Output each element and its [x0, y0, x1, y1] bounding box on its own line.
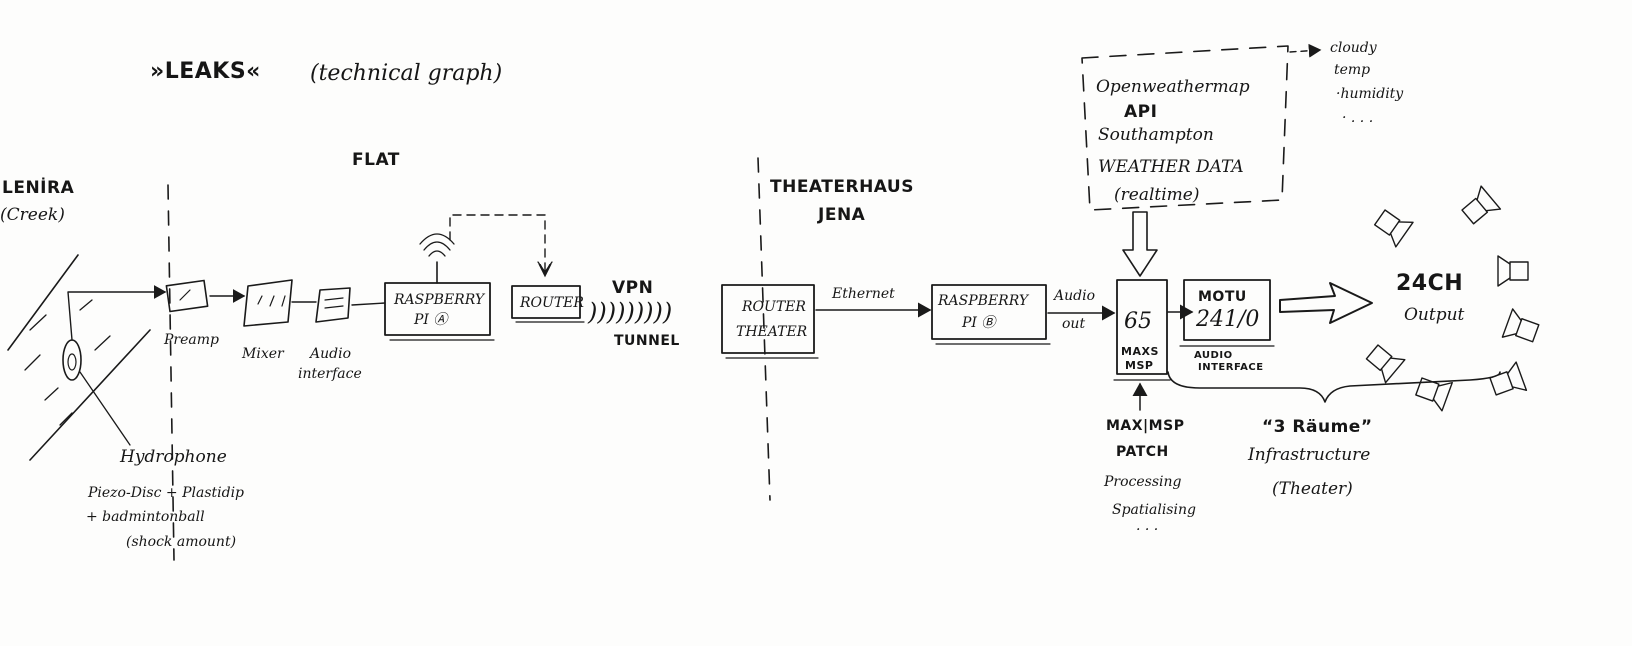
motu-caption-2: INTERFACE	[1198, 362, 1264, 373]
mixer-label: Mixer	[241, 346, 285, 362]
interface-to-pi-line	[351, 302, 386, 306]
hydrophone-note-1: Piezo-Disc + Plastidip	[87, 485, 244, 501]
creek-drawing	[7, 254, 151, 461]
audio-interface-label-1: Audio	[308, 346, 351, 362]
speaker-icon	[1415, 377, 1453, 412]
tunnel-label: TUNNEL	[614, 333, 680, 349]
section-lenira: LENİRA (Creek)	[0, 176, 75, 225]
divider-creek-flat	[167, 184, 175, 561]
rooms-label-2: Infrastructure	[1247, 445, 1370, 465]
jena-label: JENA	[817, 205, 866, 225]
weather-outputs: cloudy temp ·humidity · . . .	[1330, 40, 1404, 126]
speaker-icon	[1501, 308, 1540, 343]
chevron-down-icon	[537, 261, 553, 273]
subtitle-text: (technical graph)	[310, 61, 502, 86]
vpn-label: VPN	[612, 278, 653, 298]
divider-flat-theater	[757, 157, 771, 501]
flat-label: FLAT	[352, 150, 400, 170]
wifi-to-router-dashed	[449, 214, 545, 275]
speaker-icons	[1365, 185, 1540, 412]
vpn-waves: )))))))))	[587, 298, 672, 326]
pi-a-label-2: PI Ⓐ	[413, 312, 449, 328]
preamp-device: Preamp	[163, 279, 219, 348]
output-label: 24CH Output	[1396, 271, 1465, 325]
audio-interface-device: Audio interface	[298, 287, 362, 382]
patch-line-4: Spatialising	[1112, 502, 1196, 518]
motu-label-1: MOTU	[1198, 289, 1247, 305]
router-theater-label-2: THEATER	[736, 324, 808, 340]
weather-out-3: ·humidity	[1336, 86, 1404, 102]
wifi-antenna-icon	[419, 233, 455, 284]
preamp-label: Preamp	[163, 332, 219, 348]
audio-out-label-2: out	[1062, 316, 1085, 332]
output-label-1: 24CH	[1396, 271, 1463, 296]
raspberry-pi-b: RASPBERRY PI Ⓑ	[931, 284, 1051, 345]
output-arrow-icon	[1279, 282, 1373, 324]
rooms-label-3: (Theater)	[1272, 479, 1353, 499]
weather-line-1: Openweathermap	[1096, 77, 1250, 97]
weather-line-2: API	[1124, 102, 1157, 122]
pi-a-label-1: RASPBERRY	[393, 292, 486, 308]
router-flat: ROUTER	[511, 285, 585, 323]
title-group: »LEAKS« (technical graph)	[150, 59, 502, 86]
maxmsp-patch-notes: MAX|MSP PATCH Processing Spatialising . …	[1103, 418, 1196, 534]
creek-label: (Creek)	[0, 205, 65, 225]
router-flat-label: ROUTER	[519, 295, 584, 311]
output-label-2: Output	[1404, 305, 1465, 325]
hydrophone-icon	[62, 285, 167, 446]
router-theater-label-1: ROUTER	[741, 299, 806, 315]
weather-out-4: · . . .	[1342, 110, 1373, 126]
raspberry-pi-a: RASPBERRY PI Ⓐ	[384, 282, 495, 341]
mixer-device: Mixer	[241, 279, 293, 362]
max-box-number: 65	[1124, 309, 1152, 334]
weather-line-4: WEATHER DATA	[1098, 157, 1244, 177]
weather-line-3: Southampton	[1098, 125, 1214, 145]
title-text: »LEAKS«	[150, 59, 261, 84]
rooms-label: “3 Räume” Infrastructure (Theater)	[1247, 417, 1373, 499]
patch-line-1: MAX|MSP	[1106, 418, 1184, 434]
hydrophone-label: Hydrophone	[119, 447, 227, 467]
patch-line-2: PATCH	[1116, 444, 1169, 460]
rooms-label-1: “3 Räume”	[1262, 417, 1373, 437]
speaker-icon	[1497, 255, 1529, 287]
motu-interface: MOTU 241/0 AUDIO INTERFACE	[1179, 279, 1275, 373]
patch-line-3: Processing	[1103, 474, 1182, 490]
max-msp-box: 65 MAXS MSP	[1113, 279, 1171, 381]
audio-interface-label-2: interface	[298, 366, 362, 382]
theaterhaus-label: THEATERHAUS	[770, 177, 914, 197]
lenira-label: LENİRA	[2, 176, 75, 198]
max-box-label-2: MSP	[1125, 359, 1153, 372]
hydrophone-note-2: + badmintonball	[86, 509, 205, 525]
section-theaterhaus: THEATERHAUS JENA	[770, 177, 914, 225]
motu-label-2: 241/0	[1195, 307, 1259, 332]
vpn-tunnel: VPN ))))))))) TUNNEL	[587, 278, 680, 349]
hydrophone-note-3: (shock amount)	[126, 534, 236, 550]
weather-to-max-arrow	[1122, 211, 1158, 277]
speaker-icon	[1461, 185, 1502, 225]
motu-caption-1: AUDIO	[1194, 350, 1233, 361]
weather-out-arrow	[1289, 43, 1322, 58]
speaker-icon	[1373, 209, 1414, 248]
weather-box: Openweathermap API Southampton WEATHER D…	[1081, 45, 1289, 211]
speaker-icon	[1489, 361, 1528, 396]
pi-b-label-2: PI Ⓑ	[961, 315, 997, 331]
pi-b-label-1: RASPBERRY	[937, 293, 1030, 309]
speaker-icon	[1365, 344, 1406, 384]
audio-out-label-1: Audio	[1052, 288, 1095, 304]
weather-out-1: cloudy	[1330, 40, 1378, 56]
hydrophone-notes: Hydrophone Piezo-Disc + Plastidip + badm…	[86, 447, 244, 550]
patch-line-5: . . .	[1136, 518, 1158, 534]
ethernet-label: Ethernet	[831, 286, 895, 302]
max-box-label-1: MAXS	[1121, 345, 1159, 358]
weather-line-5: (realtime)	[1114, 185, 1199, 205]
rooms-brace	[1167, 371, 1501, 403]
router-theater: ROUTER THEATER	[721, 284, 819, 359]
weather-out-2: temp	[1334, 62, 1370, 78]
